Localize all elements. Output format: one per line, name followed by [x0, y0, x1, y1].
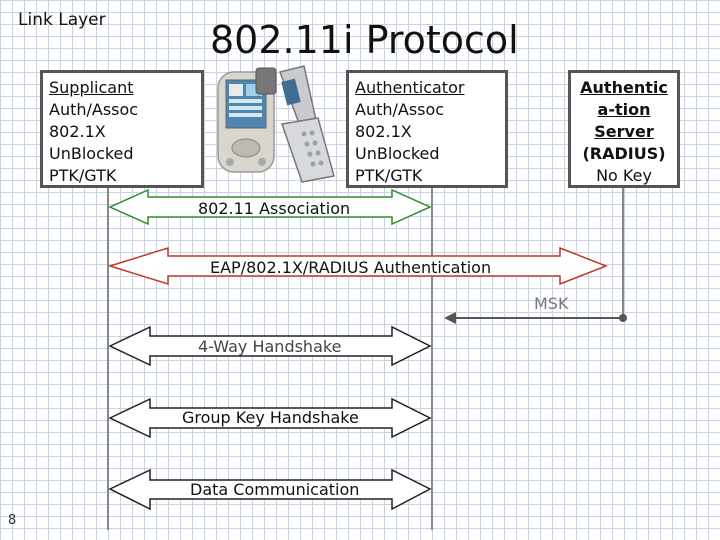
msk-label: MSK: [534, 294, 569, 313]
authenticator-state-auth: Auth/Assoc: [355, 100, 445, 119]
authenticator-state-keys: PTK/GTK: [355, 166, 423, 185]
msk-arrowhead: [444, 312, 456, 324]
auth-server-box: Authentic a-tion Server (RADIUS) No Key: [568, 70, 680, 188]
eap-label: EAP/802.1X/RADIUS Authentication: [210, 258, 492, 277]
pda-icon: [217, 71, 275, 173]
page-number: 8: [8, 513, 17, 528]
supplicant-state-8021x: 802.1X UnBlocked: [49, 122, 134, 163]
group-key-arrow: [108, 397, 432, 439]
supplicant-name: Supplicant: [49, 78, 134, 97]
supplicant-state-auth: Auth/Assoc: [49, 100, 139, 119]
authenticator-state-8021x: 802.1X UnBlocked: [355, 122, 440, 163]
association-label: 802.11 Association: [198, 199, 351, 218]
four-way-handshake-label: 4-Way Handshake: [198, 337, 342, 356]
association-arrow: [108, 188, 432, 226]
slide-title: 802.11i Protocol: [210, 18, 519, 62]
data-communication-label: Data Communication: [190, 480, 360, 499]
group-key-handshake-label: Group Key Handshake: [182, 408, 359, 427]
auth-server-name-line-2: a-tion: [597, 100, 651, 119]
supplicant-box: Supplicant Auth/Assoc 802.1X UnBlocked P…: [40, 70, 204, 188]
authenticator-name: Authenticator: [355, 78, 465, 97]
flip-phone-icon: [255, 65, 335, 183]
auth-server-type: (RADIUS): [582, 144, 666, 163]
four-way-arrow: [108, 325, 432, 367]
auth-server-status: No Key: [596, 166, 652, 185]
auth-server-name-line-3: Server: [594, 122, 654, 141]
eap-arrow: [107, 246, 609, 286]
data-communication-arrow: [108, 468, 432, 511]
auth-server-name-line-1: Authentic: [580, 78, 668, 97]
section-label: Link Layer: [18, 10, 106, 30]
authenticator-box: Authenticator Auth/Assoc 802.1X UnBlocke…: [346, 70, 508, 188]
supplicant-state-keys: PTK/GTK: [49, 166, 117, 185]
msk-origin-dot: [619, 314, 627, 322]
